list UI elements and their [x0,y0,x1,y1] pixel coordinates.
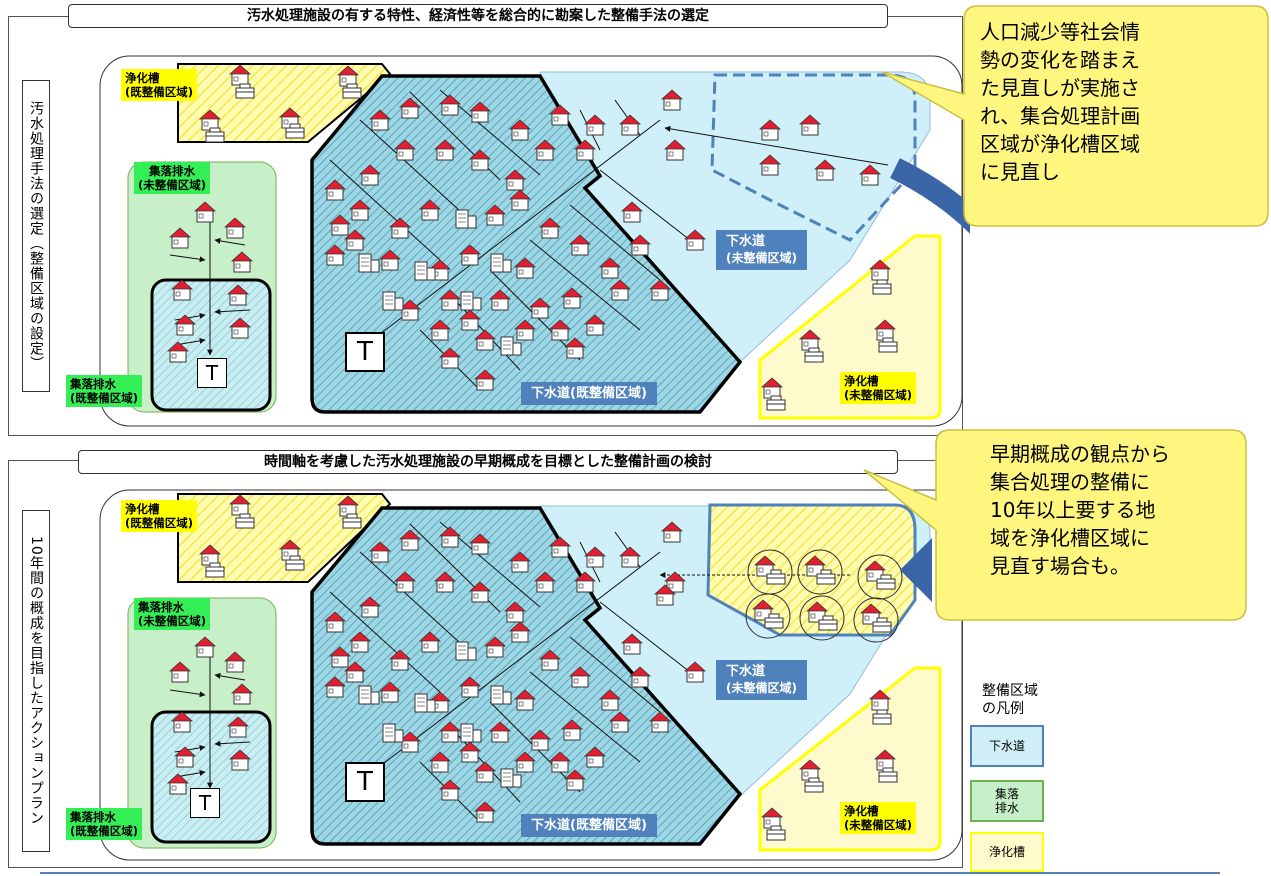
section2-title: 時間軸を考慮した汚水処理施設の早期概成を目標とした整備計画の検討 [78,450,898,474]
bottom-rule [40,872,1220,874]
callout2-line5: 見直す場合も。 [990,554,1130,578]
section1-title: 汚水処理施設の有する特性、経済性等を総合的に勘案した整備手法の選定 [68,4,888,28]
sewer-pipes [329,89,889,391]
s2-jokaso-unserviced-label: 浄化槽 (未整備区域) [840,802,917,834]
s1-jokaso-unserviced-line2: (未整備区域) [844,388,913,402]
s2-village-existing-line1: 集落排水 [70,810,116,824]
s2-jokaso-unserviced-line1: 浄化槽 [844,804,879,818]
s1-sewer-unserviced-line1: 下水道 [726,234,766,249]
callout2-line1: 早期概成の観点から [990,442,1170,466]
s2-village-unserviced-line1: 集落排水 [138,600,184,614]
callout1-line6: に見直し [980,160,1060,184]
s2-jokaso-existing-line2: (既整備区域) [125,516,194,530]
callout1-line4: れ、集合処理計画 [980,104,1141,128]
callout2-line4: 域を浄化槽区域に [990,526,1150,550]
s2-sewer-unserviced-label: 下水道 (未整備区域) [716,660,807,700]
legend-village-line1: 集落 [994,787,1019,801]
s1-jokaso-existing-line1: 浄化槽 [125,71,160,85]
callout1-line3: た見直しが実施さ [980,76,1140,100]
section2-sewer-plant: T [345,762,385,802]
legend-jokaso: 浄化槽 [970,832,1044,872]
s1-sewer-unserviced-line2: (未整備区域) [726,251,797,265]
callout1-line5: 区域が浄化槽区域 [980,132,1140,156]
s2-village-unserviced-line2: (未整備区域) [138,614,207,628]
s1-sewer-unserviced-label: 下水道 (未整備区域) [716,230,807,270]
section1-callout-bubble [881,5,1269,227]
legend-sewer: 下水道 [970,725,1044,767]
s2-sewer-unserviced-line2: (未整備区域) [726,681,797,695]
s2-village-existing-label: 集落排水 (既整備区域) [66,808,143,840]
callout1-line1: 人口減少等社会情 [980,20,1140,44]
s1-village-unserviced-line1: 集落排水 [149,164,195,178]
legend-title: 整備区域 の凡例 [982,682,1038,718]
big-curve-arrow [890,158,970,234]
s2-jokaso-existing-line1: 浄化槽 [125,502,160,516]
callout2-line3: 10年以上要する地 [990,498,1156,522]
s1-village-existing-line2: (既整備区域) [70,391,139,405]
section2-village-plant: T [190,788,220,818]
s2-jokaso-existing-label: 浄化槽 (既整備区域) [121,500,198,532]
s2-village-unserviced-label: 集落排水 (未整備区域) [134,598,211,630]
s2-jokaso-unserviced-line2: (未整備区域) [844,818,913,832]
section2-diagram [99,489,963,861]
legend-village: 集落 排水 [970,780,1044,822]
callout2-arrow [900,538,932,602]
s1-sewer-existing-label: 下水道(既整備区域) [521,382,657,405]
section1-sewer-plant: T [345,332,385,372]
village-pipes [169,220,251,356]
s1-village-existing-label: 集落排水 (既整備区域) [66,375,143,407]
s1-jokaso-unserviced-line1: 浄化槽 [844,374,879,388]
section1-diagram [99,55,970,427]
callout1-line2: 勢の変化を踏まえ [980,48,1140,72]
s1-jokaso-unserviced-label: 浄化槽 (未整備区域) [840,372,917,404]
section2-side-label: 10年間の概成を目指したアクションプラン [22,510,50,852]
s2-village-existing-line2: (既整備区域) [70,824,139,838]
legend-title-line2: の凡例 [982,701,1024,717]
callout2-line2: 集合処理の整備に [990,470,1150,494]
s1-jokaso-existing-line2: (既整備区域) [125,85,194,99]
s1-village-unserviced-label: 集落排水 (未整備区域) [134,162,211,194]
section1-callout-text: 人口減少等社会情 勢の変化を踏まえ た見直しが実施さ れ、集合処理計画 区域が浄… [980,18,1250,186]
section1-side-label: 汚水処理手法の選定（整備区域の設定） [22,80,50,392]
s2-sewer-unserviced-line1: 下水道 [726,664,766,679]
s2-sewer-existing-label: 下水道(既整備区域) [521,814,657,837]
legend-title-line1: 整備区域 [982,683,1038,699]
section1-village-plant: T [197,358,227,388]
section2-callout-bubble [863,429,1247,621]
s1-village-unserviced-line2: (未整備区域) [138,178,207,192]
section2-callout-text: 早期概成の観点から 集合処理の整備に 10年以上要する地 域を浄化槽区域に 見直… [990,440,1230,580]
s1-village-existing-line1: 集落排水 [70,377,116,391]
s1-jokaso-existing-label: 浄化槽 (既整備区域) [121,69,198,101]
legend-village-line2: 排水 [994,801,1019,815]
